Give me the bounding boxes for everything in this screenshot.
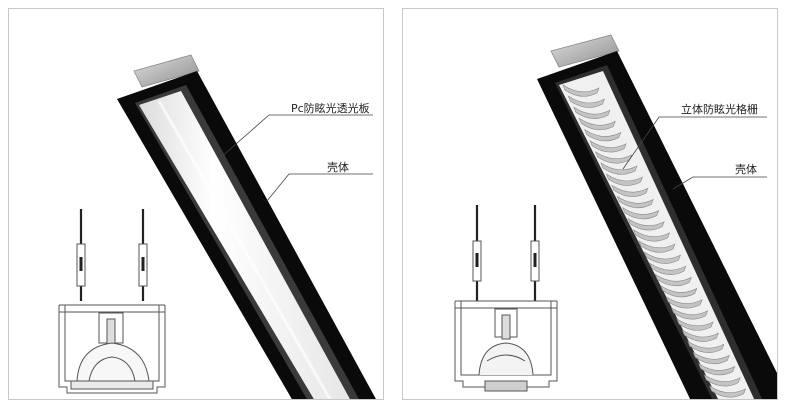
label-housing-right: 壳体 bbox=[735, 163, 757, 176]
right-product-drawing bbox=[454, 34, 777, 399]
grille-louver bbox=[643, 251, 682, 264]
leader-lines bbox=[218, 114, 373, 202]
leader-grille bbox=[622, 116, 767, 170]
grille-louver bbox=[681, 329, 720, 342]
grille-louver bbox=[660, 284, 698, 298]
left-product-panel: Pc防眩光透光板 壳体 bbox=[8, 8, 384, 400]
left-product-drawing bbox=[58, 54, 376, 399]
bar-grille-bed bbox=[559, 71, 755, 399]
light-bar-grille bbox=[537, 34, 777, 399]
grille-louver bbox=[654, 273, 692, 287]
grille-louver bbox=[573, 106, 611, 119]
grille-louver bbox=[622, 206, 660, 220]
grille-louver bbox=[708, 385, 747, 398]
grille-louver bbox=[589, 139, 627, 153]
grille-louver bbox=[692, 351, 730, 365]
cross-section bbox=[58, 209, 166, 394]
grille-louver bbox=[687, 340, 725, 353]
grille-louver bbox=[632, 229, 671, 242]
grille-louver bbox=[567, 95, 606, 108]
light-bar bbox=[117, 54, 376, 399]
cross-section bbox=[454, 205, 558, 392]
right-product-panel: 立体防眩光格栅 壳体 bbox=[402, 8, 778, 400]
grille-louver bbox=[627, 217, 665, 231]
label-housing-left: 壳体 bbox=[327, 161, 349, 174]
grille-louver bbox=[611, 184, 649, 197]
bar-end-cap bbox=[550, 34, 620, 68]
grille-louver bbox=[670, 307, 709, 320]
bar-diffuser bbox=[139, 91, 350, 399]
grille-louver bbox=[562, 84, 600, 97]
grille-louver bbox=[578, 117, 616, 131]
grille-louver bbox=[649, 262, 687, 275]
label-grille: 立体防眩光格栅 bbox=[681, 103, 758, 116]
grille-louver bbox=[665, 295, 703, 309]
leader-lines bbox=[622, 116, 767, 190]
leader-housing bbox=[672, 176, 767, 190]
leader-diffuser bbox=[218, 114, 373, 160]
grille-louvers bbox=[562, 84, 747, 398]
grille-louver bbox=[698, 362, 736, 376]
grille-louver bbox=[616, 195, 654, 209]
grille-louver bbox=[638, 240, 676, 253]
grille-louver bbox=[676, 318, 714, 331]
grille-louver bbox=[600, 162, 638, 175]
leader-housing bbox=[266, 173, 373, 202]
bar-end-cap bbox=[133, 54, 200, 88]
label-diffuser: Pc防眩光透光板 bbox=[291, 102, 370, 115]
grille-louver bbox=[605, 173, 644, 186]
grille-louver bbox=[584, 128, 622, 142]
grille-louver bbox=[703, 373, 741, 387]
